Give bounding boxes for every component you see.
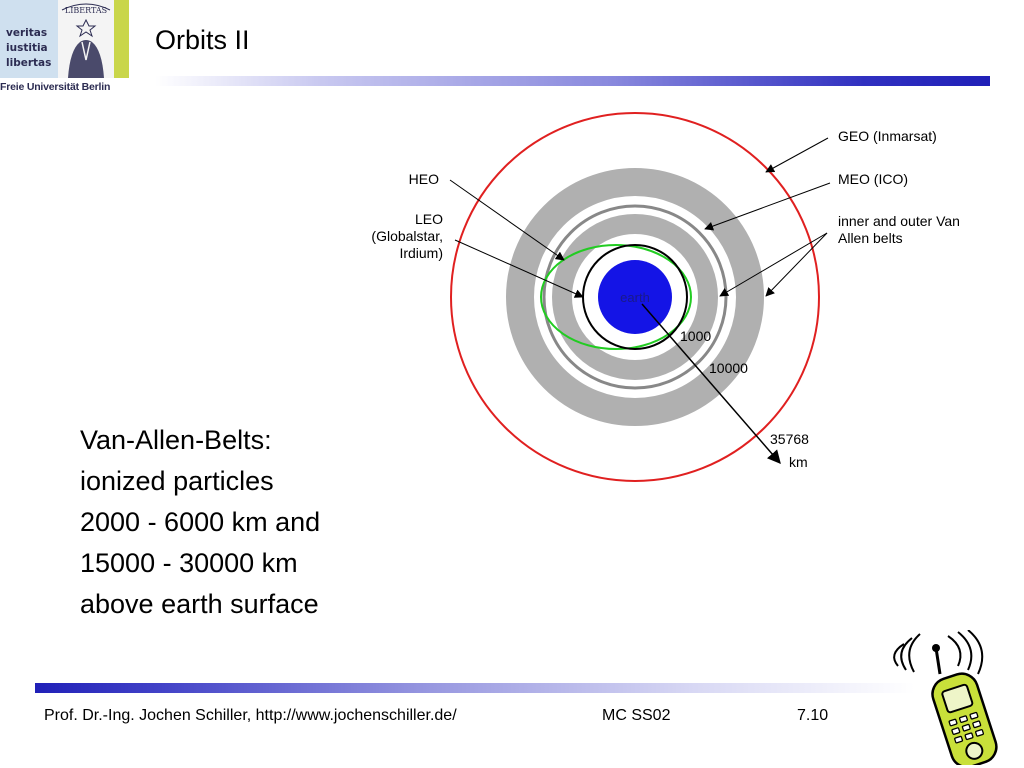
heo-pointer [449,179,565,261]
footer-divider [35,683,915,693]
body-line-1: Van-Allen-Belts: [80,425,272,455]
label-leo-line-1: LEO [414,211,443,227]
footer-course: MC SS02 [602,707,671,724]
label-dist-35768: 35768 [770,431,809,447]
footer-author: Prof. Dr.-Ing. Jochen Schiller, http://w… [44,707,457,724]
motto-libertas: libertas [6,57,52,69]
body-line-4: 15000 - 30000 km [80,548,298,578]
university-logo: veritas iustitia libertas LIBERTAS Freie… [0,0,130,98]
label-leo-line-2: (Globalstar, [371,228,443,244]
label-van-allen-line-2: Allen belts [838,230,903,246]
van-allen-description: Van-Allen-Belts: ionized particles 2000 … [80,420,320,625]
label-meo: MEO (ICO) [838,171,908,187]
seal-text: LIBERTAS [65,6,107,15]
body-line-3: 2000 - 6000 km and [80,507,321,537]
inner-van-allen-belt [552,214,718,380]
body-line-2: ionized particles [80,466,274,496]
logo-stripe [114,0,129,78]
label-dist-10000: 10000 [709,360,748,376]
leo-pointer [454,239,584,298]
title-divider [155,76,990,86]
university-name: Freie Universität Berlin [0,81,111,93]
label-van-allen: inner and outer Van Allen belts [838,213,960,247]
meo-orbit [542,204,728,390]
van-allen-pointer-inner [719,232,828,297]
motto-veritas: veritas [6,27,48,39]
footer-page-number: 7.10 [797,707,829,724]
logo-motto: veritas iustitia libertas [0,0,58,78]
label-leo-line-3: Irdium) [399,245,443,261]
meo-pointer [704,182,831,231]
label-earth: earth [620,290,650,305]
heo-orbit [540,244,692,350]
mobile-phone-icon [893,630,998,765]
motto-iustitia: iustitia [6,42,48,54]
geo-pointer [765,137,829,173]
distance-arrow [641,303,781,465]
label-heo: HEO [408,171,439,187]
logo-seal: LIBERTAS [58,0,114,78]
outer-van-allen-belt [506,168,764,426]
earth [598,260,672,334]
label-dist-1000: 1000 [680,328,712,344]
label-van-allen-line-1: inner and outer Van [838,213,960,229]
body-line-5: above earth surface [80,589,319,619]
label-leo: LEO (Globalstar, Irdium) [340,211,443,262]
geo-orbit [450,112,820,482]
label-unit-km: km [789,454,808,470]
slide-title: Orbits II [155,25,250,55]
label-geo: GEO (Inmarsat) [838,128,937,144]
van-allen-pointer-outer [765,232,828,297]
